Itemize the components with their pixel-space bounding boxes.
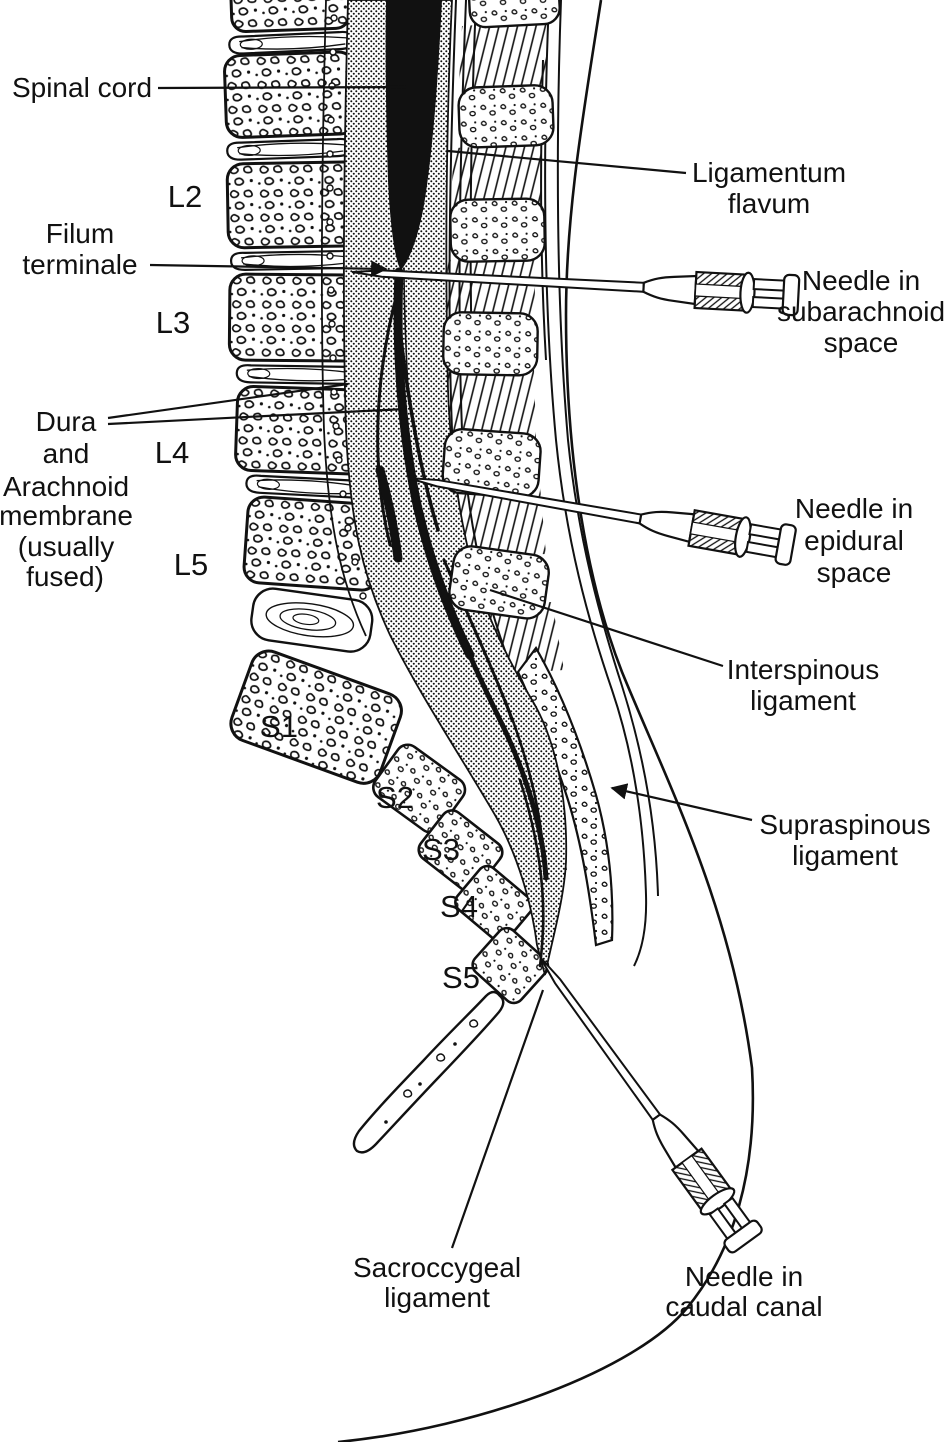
leader-dura-upper <box>107 382 349 420</box>
label-needle-epidural-line2: epidural <box>804 525 904 556</box>
leader-sacroccygeal <box>450 989 545 1249</box>
epidural-space-beads <box>320 0 367 637</box>
label-needle-epidural-line1: Needle in <box>795 493 913 524</box>
label-S2: S2 <box>376 780 414 815</box>
leader-spinal-cord <box>157 85 407 90</box>
label-sacroccygeal-line1: Sacroccygeal <box>353 1252 521 1283</box>
label-supraspinous-line2: ligament <box>792 840 898 871</box>
label-L4: L4 <box>155 435 189 470</box>
label-spinal-cord: Spinal cord <box>12 72 152 103</box>
label-L5: L5 <box>174 547 208 582</box>
intervertebral-disc <box>226 137 353 161</box>
vertebra-labels: L2 L3 L4 L5 S1 S2 S3 S4 S5 <box>155 179 480 995</box>
label-L3: L3 <box>156 305 190 340</box>
label-dura-line5: (usually <box>18 531 114 562</box>
coccyx <box>352 990 505 1154</box>
vertebra-S4 <box>454 864 534 944</box>
label-dura-line3: Arachnoid <box>3 471 129 502</box>
label-needle-subarachnoid-line2: subarachnoid <box>777 296 945 327</box>
label-dura-line6: fused) <box>26 561 104 592</box>
label-S3: S3 <box>422 832 460 867</box>
label-S5: S5 <box>442 960 480 995</box>
vertebral-column <box>223 0 550 1154</box>
label-needle-subarachnoid-line1: Needle in <box>802 265 920 296</box>
spinal-cord-shape <box>385 0 442 270</box>
vertebra-L2 <box>225 160 362 250</box>
leader-filum-terminale <box>149 260 388 277</box>
label-sacroccygeal-line2: ligament <box>384 1282 490 1313</box>
label-dura-line2: and <box>43 438 90 469</box>
spinous-processes <box>441 0 561 620</box>
label-needle-epidural-line3: space <box>817 557 892 588</box>
leader-lines <box>107 85 753 1249</box>
label-dura-line4: membrane <box>0 500 133 531</box>
label-S4: S4 <box>440 889 478 924</box>
lumbosacral-disc <box>250 587 374 653</box>
label-supraspinous-line1: Supraspinous <box>759 809 930 840</box>
annotation-labels: Spinal cord Filum terminale Dura and Ara… <box>0 72 945 1322</box>
leader-dura-lower <box>107 407 406 426</box>
vertebra-S5 <box>471 926 550 1005</box>
label-L2: L2 <box>168 179 202 214</box>
label-filum-terminale-line1: Filum <box>46 218 114 249</box>
leader-ligamentum-flavum <box>447 149 687 175</box>
cauda-equina <box>375 267 549 968</box>
leader-interspinous <box>489 588 724 668</box>
intervertebral-disc <box>235 364 362 385</box>
needle-caudal <box>539 956 763 1254</box>
label-interspinous-line2: ligament <box>750 685 856 716</box>
skin-outline <box>337 0 755 1442</box>
label-ligamentum-flavum-line1: Ligamentum <box>692 157 846 188</box>
vertebra-S1 <box>229 649 403 785</box>
label-needle-caudal-line1: Needle in <box>685 1261 803 1292</box>
vertebra-L1 <box>223 50 358 139</box>
label-ligamentum-flavum-line2: flavum <box>728 188 810 219</box>
label-needle-caudal-line2: caudal canal <box>665 1291 822 1322</box>
label-S1: S1 <box>260 709 298 744</box>
label-needle-subarachnoid-line3: space <box>824 327 899 358</box>
label-interspinous-line1: Interspinous <box>727 654 880 685</box>
label-dura-line1: Dura <box>36 406 97 437</box>
leader-supraspinous <box>610 783 753 822</box>
label-filum-terminale-line2: terminale <box>22 249 137 280</box>
needle-epidural <box>407 477 797 566</box>
